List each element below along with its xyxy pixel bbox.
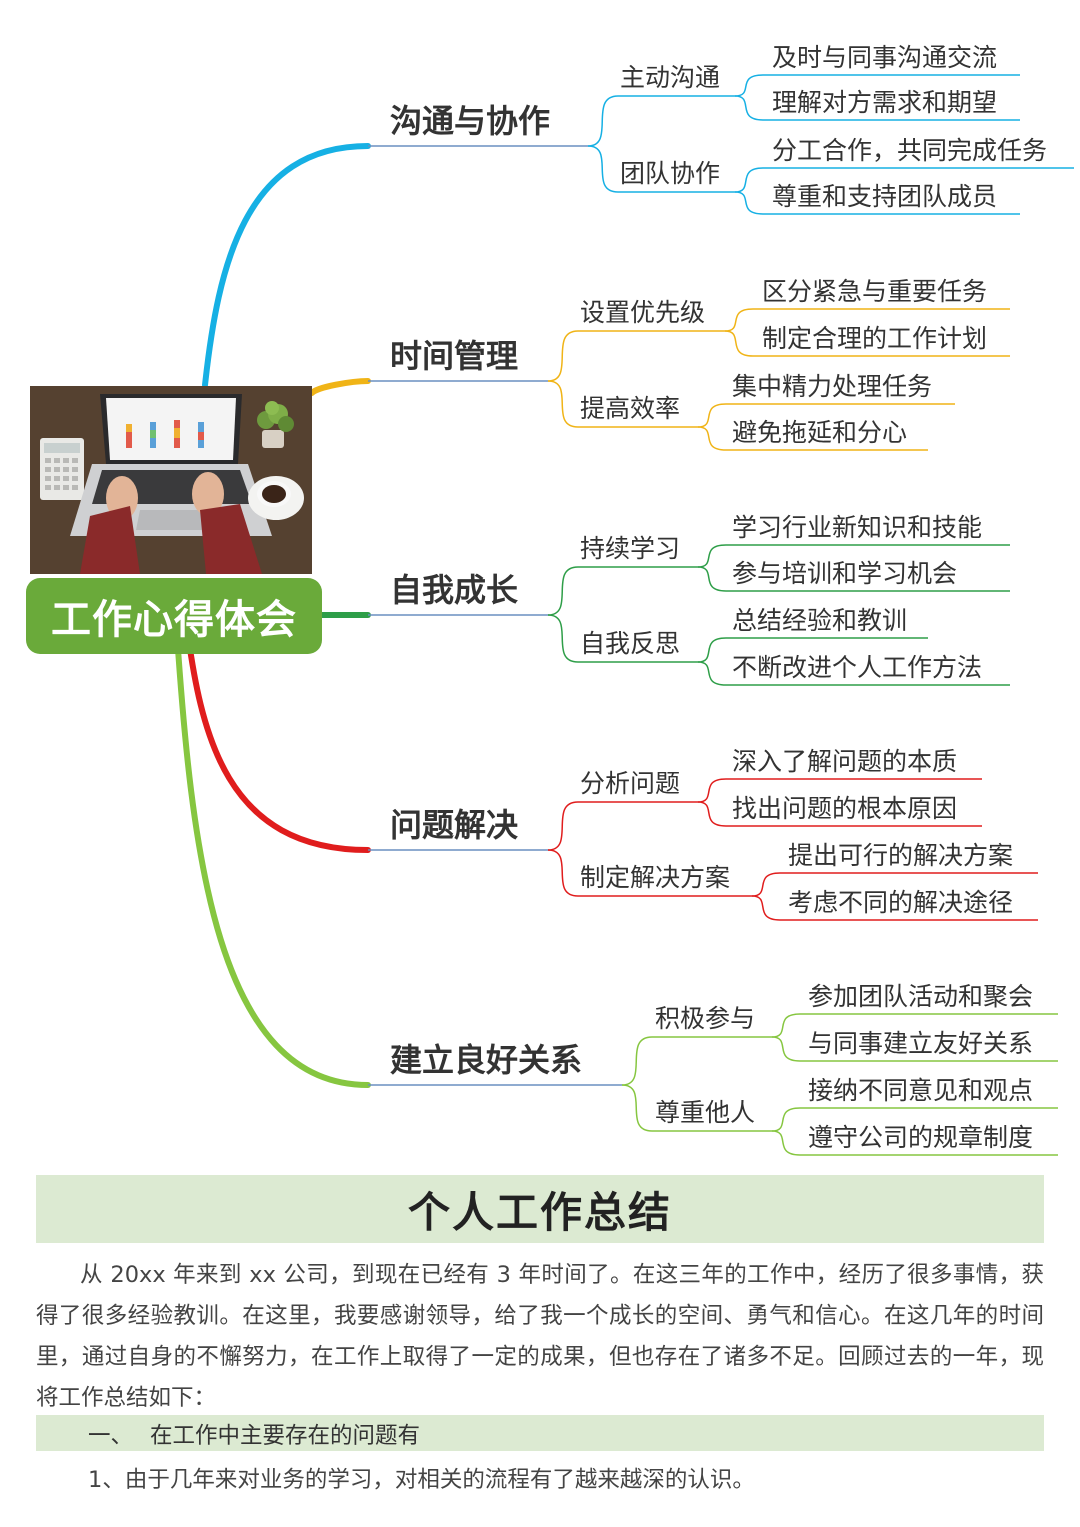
leaf-label: 区分紧急与重要任务 bbox=[762, 277, 987, 306]
branch-connector bbox=[173, 617, 371, 1088]
section-heading-bar: 一、 在工作中主要存在的问题有 bbox=[36, 1415, 1044, 1451]
summary-intro-paragraph: 从 20xx 年来到 xx 公司，到现在已经有 3 年时间了。在这三年的工作中，… bbox=[36, 1262, 1044, 1411]
sub-label: 尊重他人 bbox=[655, 1098, 755, 1127]
leaf-connector bbox=[697, 426, 727, 451]
leaf-label: 与同事建立友好关系 bbox=[808, 1029, 1033, 1058]
branch-label: 沟通与协作 bbox=[390, 102, 550, 140]
branch-connector bbox=[202, 143, 371, 388]
leaf-label: 参与培训和学习机会 bbox=[732, 559, 957, 588]
leaf-label: 参加团队活动和聚会 bbox=[808, 982, 1033, 1011]
leaf-label: 及时与同事沟通交流 bbox=[772, 43, 997, 72]
leaf-label: 不断改进个人工作方法 bbox=[732, 653, 982, 682]
leaf-connector bbox=[724, 330, 754, 357]
central-topic: 工作心得体会 bbox=[26, 578, 322, 654]
leaf-connector bbox=[697, 661, 727, 686]
sub-connector bbox=[547, 801, 579, 851]
sub-connector bbox=[547, 614, 579, 663]
sub-connector bbox=[621, 1036, 653, 1086]
leaf-connector bbox=[724, 308, 754, 332]
sub-connector bbox=[547, 380, 579, 428]
leaf-connector bbox=[771, 1013, 801, 1038]
leaf-connector bbox=[734, 191, 764, 215]
leaf-connector bbox=[771, 1036, 801, 1062]
leaf-connector bbox=[771, 1130, 801, 1156]
leaf-label: 考虑不同的解决途径 bbox=[788, 888, 1013, 917]
branch-label: 问题解决 bbox=[390, 806, 518, 844]
leaf-label: 接纳不同意见和观点 bbox=[808, 1076, 1033, 1105]
leaf-connector bbox=[734, 95, 764, 121]
leaf-connector bbox=[697, 566, 727, 592]
leaf-label: 提出可行的解决方案 bbox=[788, 841, 1013, 870]
branch-label: 自我成长 bbox=[390, 571, 518, 609]
list-item: 1、由于几年来对业务的学习，对相关的流程有了越来越深的认识。 bbox=[88, 1467, 755, 1493]
leaf-connector bbox=[734, 167, 764, 193]
leaf-label: 理解对方需求和期望 bbox=[772, 88, 997, 117]
sub-label: 设置优先级 bbox=[580, 298, 705, 327]
leaf-connector bbox=[697, 637, 727, 663]
sub-label: 主动沟通 bbox=[620, 63, 720, 92]
leaf-label: 学习行业新知识和技能 bbox=[732, 513, 982, 542]
leaf-connector bbox=[751, 895, 781, 921]
sub-connector bbox=[547, 330, 579, 382]
leaf-connector bbox=[697, 778, 727, 803]
summary-title-banner: 个人工作总结 bbox=[36, 1175, 1044, 1243]
sub-connector bbox=[621, 1084, 653, 1132]
branch-label: 时间管理 bbox=[390, 337, 518, 375]
leaf-connector bbox=[771, 1107, 801, 1132]
leaf-label: 分工合作，共同完成任务 bbox=[772, 136, 1047, 165]
sub-connector bbox=[547, 849, 579, 897]
sub-connector bbox=[587, 145, 619, 193]
sub-connector bbox=[547, 566, 579, 616]
section-title: 在工作中主要存在的问题有 bbox=[150, 1423, 421, 1449]
leaf-label: 尊重和支持团队成员 bbox=[772, 182, 997, 211]
leaf-connector bbox=[734, 74, 764, 97]
leaf-label: 总结经验和教训 bbox=[732, 606, 907, 635]
leaf-label: 遵守公司的规章制度 bbox=[808, 1123, 1033, 1152]
leaf-label: 找出问题的根本原因 bbox=[732, 794, 957, 823]
branch-connector bbox=[183, 617, 371, 853]
branch-connector bbox=[309, 378, 371, 396]
leaf-label: 深入了解问题的本质 bbox=[732, 747, 957, 776]
sub-connector bbox=[587, 95, 619, 147]
sub-label: 分析问题 bbox=[580, 769, 680, 798]
section-number: 一、 bbox=[88, 1423, 134, 1449]
leaf-connector bbox=[697, 801, 727, 827]
laptop-photo bbox=[30, 386, 312, 574]
sub-label: 团队协作 bbox=[620, 159, 720, 188]
sub-label: 积极参与 bbox=[655, 1004, 755, 1033]
sub-label: 自我反思 bbox=[580, 629, 680, 658]
sub-label: 提高效率 bbox=[580, 394, 680, 423]
leaf-connector bbox=[697, 544, 727, 568]
leaf-label: 制定合理的工作计划 bbox=[762, 324, 987, 353]
sub-label: 持续学习 bbox=[580, 534, 680, 563]
leaf-label: 集中精力处理任务 bbox=[732, 372, 932, 401]
leaf-label: 避免拖延和分心 bbox=[732, 418, 907, 447]
leaf-connector bbox=[697, 403, 727, 428]
branch-label: 建立良好关系 bbox=[390, 1041, 582, 1079]
leaf-connector bbox=[751, 872, 781, 897]
sub-label: 制定解决方案 bbox=[580, 863, 730, 892]
